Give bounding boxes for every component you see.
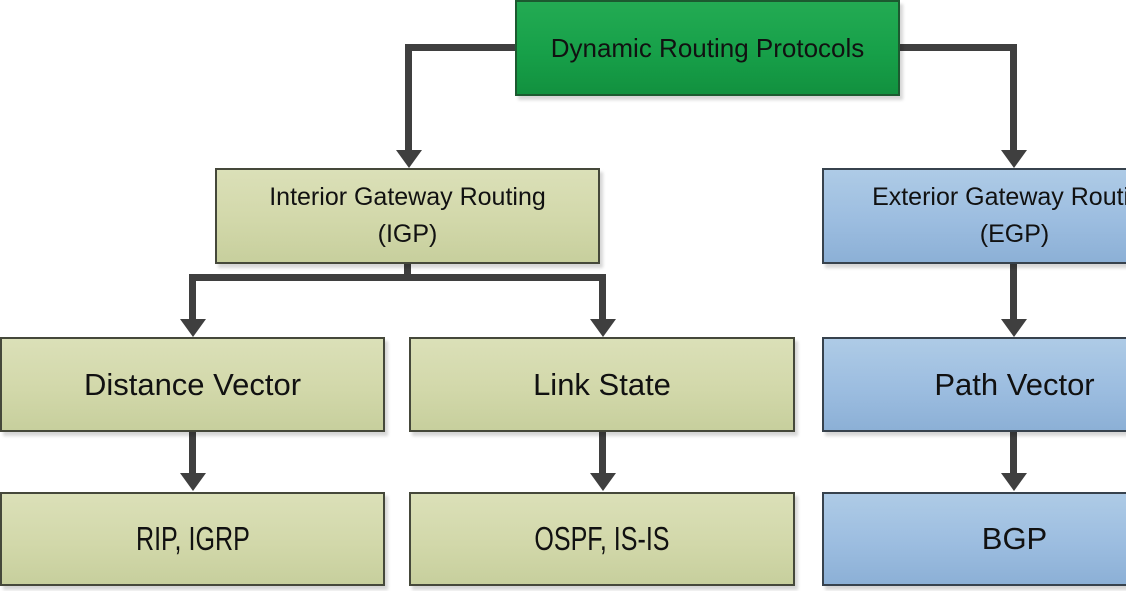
- connector-dv-to-rip: [189, 431, 196, 474]
- arrowhead-to-distance-vector: [180, 319, 206, 337]
- node-bgp: BGP: [822, 492, 1126, 586]
- node-path-vector: Path Vector: [822, 337, 1126, 432]
- node-link-state: Link State: [409, 337, 795, 432]
- connector-root-to-igp-vertical: [405, 44, 412, 151]
- connector-egp-to-path-vector: [1010, 263, 1017, 320]
- connector-root-to-egp-vertical: [1010, 44, 1017, 151]
- connector-ls-to-ospf: [599, 431, 606, 474]
- arrowhead-to-ospf: [590, 473, 616, 491]
- node-label-line2: (EGP): [979, 220, 1050, 248]
- connector-root-to-egp-horizontal: [898, 44, 1017, 51]
- node-label: Link State: [533, 366, 671, 402]
- node-label-line2: (IGP): [377, 220, 438, 248]
- node-exterior-gateway-routing: Exterior Gateway Routing (EGP): [822, 168, 1126, 264]
- node-label: Path Vector: [934, 366, 1095, 402]
- connector-pv-to-bgp: [1010, 431, 1017, 474]
- arrowhead-to-link-state: [590, 319, 616, 337]
- node-interior-gateway-routing: Interior Gateway Routing (IGP): [215, 168, 600, 264]
- node-label-line1: Exterior Gateway Routing: [872, 183, 1126, 211]
- connector-igp-split-bar: [189, 274, 606, 281]
- arrowhead-to-egp: [1001, 150, 1027, 168]
- connector-igp-stub: [404, 263, 411, 281]
- node-label: OSPF, IS-IS: [534, 520, 670, 557]
- node-label: Dynamic Routing Protocols: [550, 32, 865, 63]
- node-rip-igrp: RIP, IGRP: [0, 492, 385, 586]
- connector-to-distance-vector: [189, 274, 196, 320]
- node-distance-vector: Distance Vector: [0, 337, 385, 432]
- connector-root-to-igp-horizontal: [405, 44, 517, 51]
- node-label: RIP, IGRP: [135, 520, 250, 557]
- node-label: Distance Vector: [83, 366, 302, 402]
- node-label: BGP: [981, 521, 1048, 556]
- arrowhead-to-bgp: [1001, 473, 1027, 491]
- node-label-line1: Interior Gateway Routing: [269, 183, 546, 211]
- arrowhead-to-rip: [180, 473, 206, 491]
- arrowhead-to-path-vector: [1001, 319, 1027, 337]
- node-ospf-isis: OSPF, IS-IS: [409, 492, 795, 586]
- node-dynamic-routing-protocols: Dynamic Routing Protocols: [515, 0, 900, 96]
- arrowhead-to-igp: [396, 150, 422, 168]
- connector-to-link-state: [599, 274, 606, 320]
